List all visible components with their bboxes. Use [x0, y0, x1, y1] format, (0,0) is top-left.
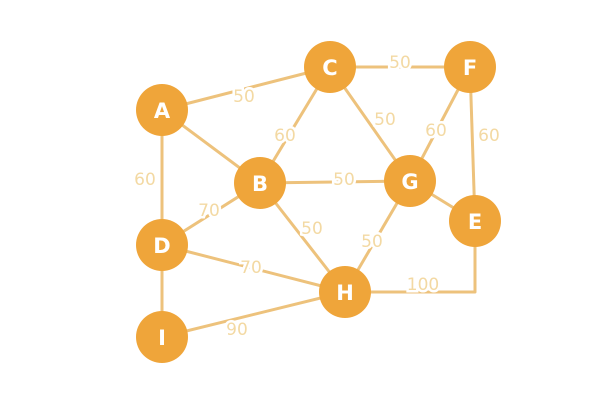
edge-weight-b-d: 70 — [198, 201, 220, 221]
node-i: I — [136, 311, 188, 363]
node-circle-b — [234, 157, 286, 209]
edge-weight-c-g: 50 — [374, 110, 396, 130]
edge-weight-h-e: 100 — [407, 275, 439, 295]
weight-labels-layer: 50 60 50 60 50 60 60 50 70 50 50 70 100 90 — [132, 51, 503, 343]
node-b: B — [234, 157, 286, 209]
edge-weight-d-h: 70 — [240, 258, 262, 278]
edge-weight-c-b: 60 — [274, 126, 296, 146]
node-circle-e — [449, 195, 501, 247]
edge-weight-f-g: 60 — [425, 121, 447, 141]
node-label-i: I — [158, 326, 166, 350]
node-h: H — [319, 266, 371, 318]
edge-i-h — [160, 290, 347, 339]
node-circle-a — [136, 84, 188, 136]
node-label-f: F — [463, 56, 477, 80]
node-circle-g — [384, 155, 436, 207]
node-d: D — [136, 219, 188, 271]
edge-weight-g-h: 50 — [361, 232, 383, 252]
edge-weight-c-f: 50 — [389, 53, 411, 73]
node-circle-i — [136, 311, 188, 363]
node-e: E — [449, 195, 501, 247]
node-label-h: H — [336, 281, 354, 305]
edge-weight-i-h: 90 — [226, 320, 248, 340]
node-label-c: C — [322, 56, 337, 80]
node-circle-d — [136, 219, 188, 271]
node-c: C — [304, 41, 356, 93]
nodes-layer: A B C D E F G H I — [136, 41, 501, 363]
node-circle-f — [444, 41, 496, 93]
node-label-a: A — [154, 99, 171, 123]
edge-weight-b-g: 50 — [333, 170, 355, 190]
edge-d-h — [160, 243, 347, 294]
node-circle-h — [319, 266, 371, 318]
node-f: F — [444, 41, 496, 93]
node-label-d: D — [153, 234, 170, 258]
node-g: G — [384, 155, 436, 207]
node-a: A — [136, 84, 188, 136]
node-label-g: G — [401, 170, 418, 194]
node-label-b: B — [252, 172, 268, 196]
edge-weight-a-d: 60 — [134, 170, 156, 190]
edge-weight-b-h: 50 — [301, 219, 323, 239]
edge-a-c — [160, 65, 332, 112]
node-label-e: E — [468, 210, 482, 234]
edge-weight-a-c: 50 — [233, 87, 255, 107]
edge-weight-f-e: 60 — [478, 126, 500, 146]
node-circle-c — [304, 41, 356, 93]
